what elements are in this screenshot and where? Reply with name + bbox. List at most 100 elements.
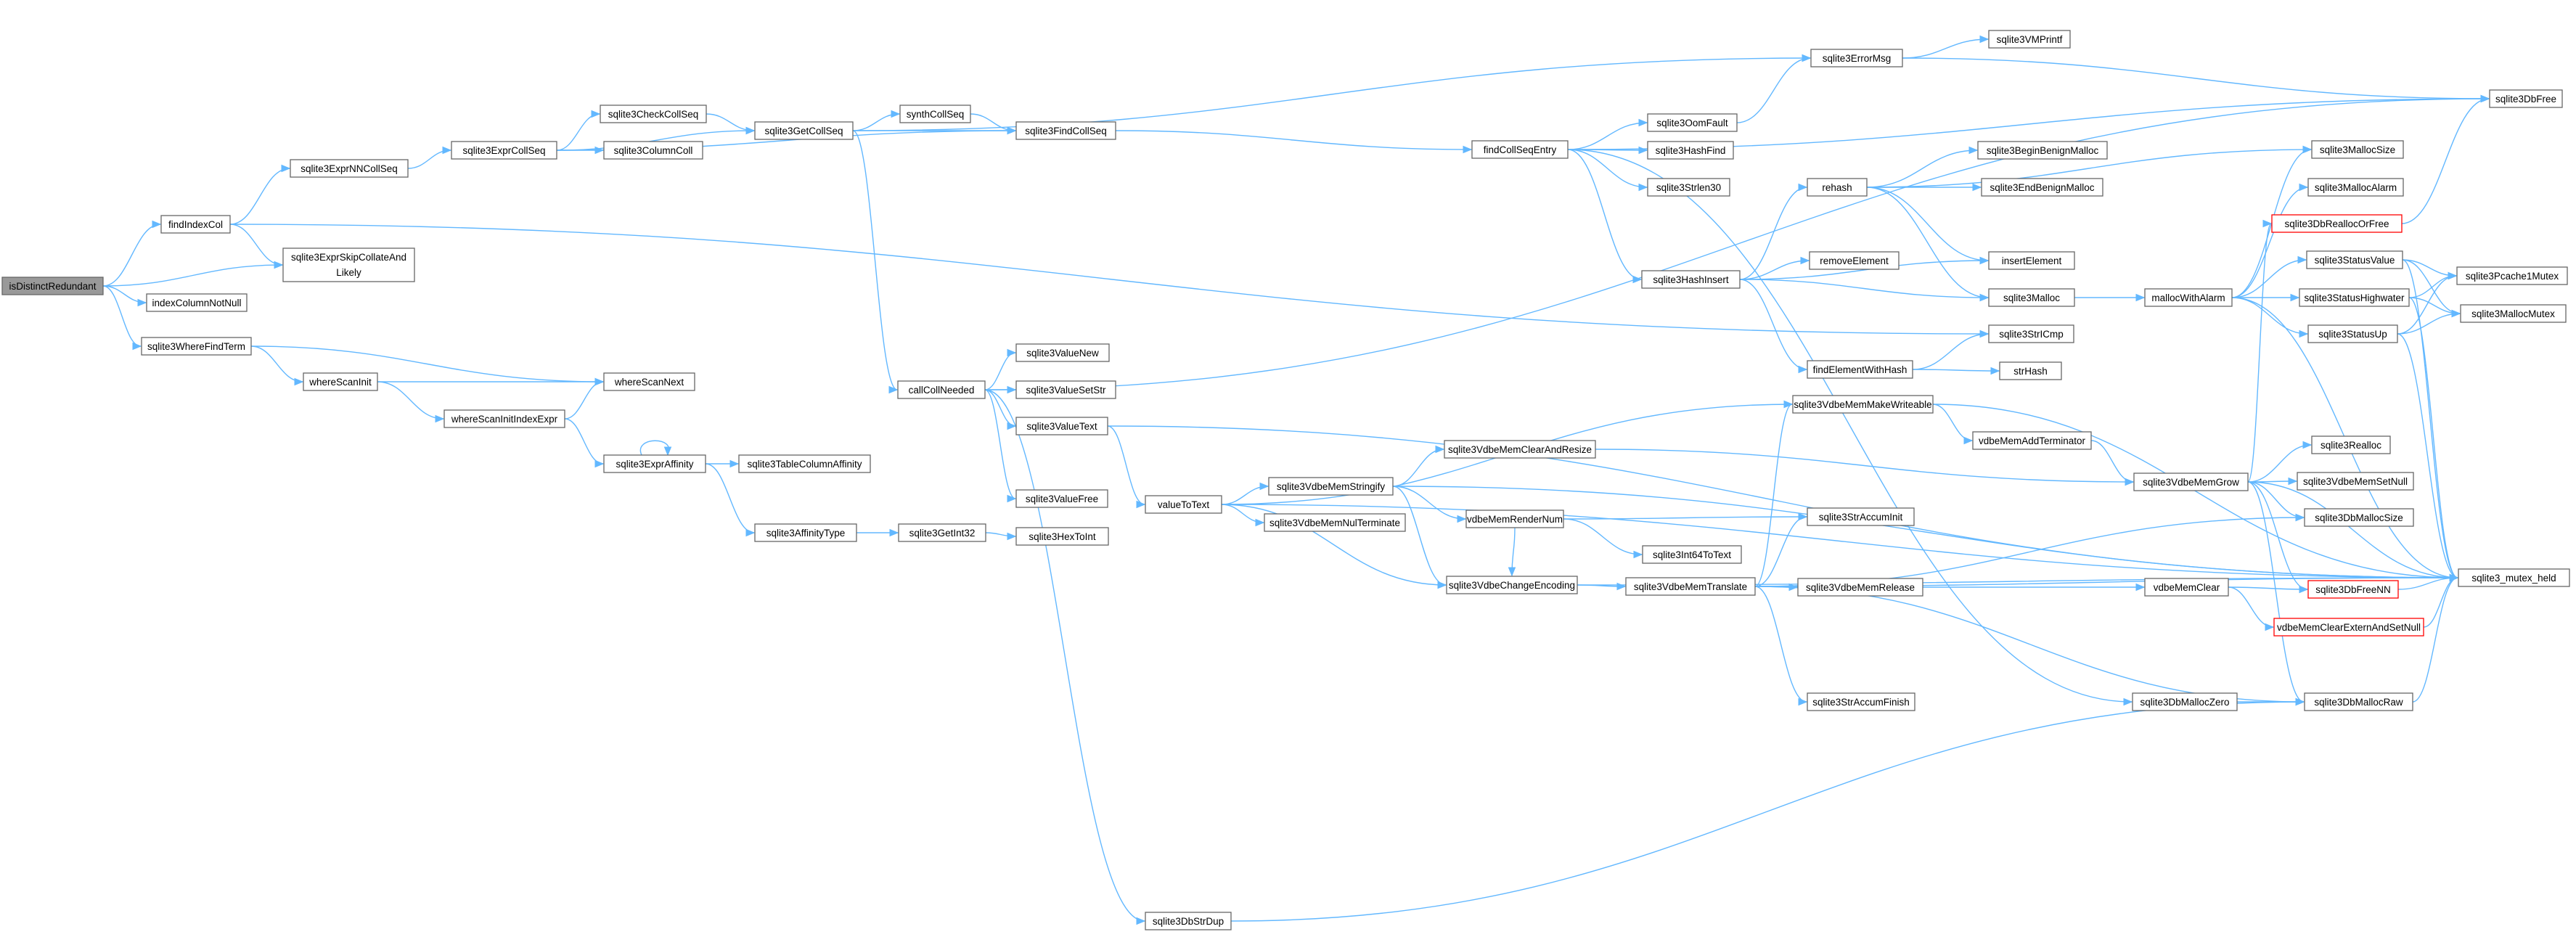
node-sqlite3DbStrDup[interactable]: sqlite3DbStrDup [1145, 912, 1232, 930]
node-box [303, 372, 378, 391]
node-sqlite3ColumnColl[interactable]: sqlite3ColumnColl [603, 141, 703, 160]
node-sqlite3StatusValue[interactable]: sqlite3StatusValue [2306, 250, 2403, 269]
node-indexColumnNotNull[interactable]: indexColumnNotNull [146, 293, 248, 312]
edge-line [1107, 425, 1145, 505]
node-findIndexCol[interactable]: findIndexCol [160, 215, 231, 234]
node-whereScanNext[interactable]: whereScanNext [603, 372, 695, 391]
node-sqlite3BeginBenignMalloc[interactable]: sqlite3BeginBenignMalloc [1977, 141, 2108, 160]
edge-sqlite3ExprCollSeq-to-sqlite3CheckCollSeq [556, 110, 601, 151]
node-sqlite3VdbeMemClearAndResize[interactable]: sqlite3VdbeMemClearAndResize [1444, 440, 1596, 459]
node-isDistinctRedundant[interactable]: isDistinctRedundant [1, 277, 104, 295]
edge-line [1912, 369, 2000, 372]
node-sqlite3FindCollSeq[interactable]: sqlite3FindCollSeq [1015, 121, 1116, 140]
edge-sqlite3WhereFindTerm-to-whereScanInit [250, 345, 304, 386]
node-sqlite3_mutex_held[interactable]: sqlite3_mutex_held [2458, 568, 2570, 587]
node-label: sqlite3WhereFindTerm [147, 341, 245, 352]
node-sqlite3DbMallocZero[interactable]: sqlite3DbMallocZero [2132, 692, 2238, 711]
node-sqlite3VdbeMemSetNull[interactable]: sqlite3VdbeMemSetNull [2297, 472, 2414, 491]
node-strHash[interactable]: strHash [1999, 361, 2062, 380]
node-vdbeMemClearExternAndSetNull[interactable]: vdbeMemClearExternAndSetNull [2273, 618, 2424, 637]
edge-findIndexCol-to-sqlite3ExprNNCollSeq [229, 164, 291, 225]
node-whereScanInitIndexExpr[interactable]: whereScanInitIndexExpr [443, 409, 565, 428]
node-sqlite3ExprAffinity[interactable]: sqlite3ExprAffinity [603, 454, 706, 473]
node-sqlite3VMPrintf[interactable]: sqlite3VMPrintf [1988, 30, 2071, 49]
node-sqlite3OomFault[interactable]: sqlite3OomFault [1647, 113, 1738, 132]
node-sqlite3MallocSize[interactable]: sqlite3MallocSize [2311, 140, 2404, 159]
node-box [2273, 618, 2424, 637]
node-sqlite3HexToInt[interactable]: sqlite3HexToInt [1015, 527, 1109, 546]
node-synthCollSeq[interactable]: synthCollSeq [899, 105, 971, 123]
node-sqlite3ExprCollSeq[interactable]: sqlite3ExprCollSeq [451, 141, 557, 160]
edge-sqlite3GetCollSeq-to-callCollNeeded [852, 130, 899, 394]
node-sqlite3Int64ToText[interactable]: sqlite3Int64ToText [1642, 545, 1742, 564]
node-label: whereScanInitIndexExpr [451, 414, 558, 425]
node-sqlite3DbMallocRaw[interactable]: sqlite3DbMallocRaw [2304, 692, 2413, 711]
node-sqlite3StrICmp[interactable]: sqlite3StrICmp [1988, 324, 2074, 343]
node-sqlite3VdbeMemNulTerminate[interactable]: sqlite3VdbeMemNulTerminate [1264, 513, 1406, 532]
node-sqlite3WhereFindTerm[interactable]: sqlite3WhereFindTerm [141, 337, 252, 356]
edge-sqlite3VdbeMemTranslate-to-sqlite3DbMallocRaw [1754, 586, 2305, 706]
node-sqlite3CheckCollSeq[interactable]: sqlite3CheckCollSeq [600, 105, 707, 123]
node-box [443, 409, 565, 428]
arrowhead [2448, 271, 2458, 280]
node-sqlite3EndBenignMalloc[interactable]: sqlite3EndBenignMalloc [1981, 178, 2103, 197]
node-sqlite3ValueNew[interactable]: sqlite3ValueNew [1015, 343, 1110, 362]
node-sqlite3VdbeMemTranslate[interactable]: sqlite3VdbeMemTranslate [1625, 577, 1756, 596]
node-sqlite3VdbeMemGrow[interactable]: sqlite3VdbeMemGrow [2133, 472, 2249, 491]
node-sqlite3GetCollSeq[interactable]: sqlite3GetCollSeq [754, 121, 854, 140]
node-whereScanInit[interactable]: whereScanInit [303, 372, 378, 391]
node-sqlite3Pcache1Mutex[interactable]: sqlite3Pcache1Mutex [2456, 266, 2568, 285]
node-sqlite3VdbeMemRelease[interactable]: sqlite3VdbeMemRelease [1797, 578, 1923, 597]
edge-line [984, 389, 1016, 499]
node-sqlite3StrAccumFinish[interactable]: sqlite3StrAccumFinish [1807, 692, 1915, 711]
node-sqlite3ValueText[interactable]: sqlite3ValueText [1015, 417, 1108, 435]
edge-isDistinctRedundant-to-sqlite3ExprSkipCollateAndLikely [102, 261, 284, 287]
node-sqlite3Strlen30[interactable]: sqlite3Strlen30 [1647, 178, 1730, 197]
node-sqlite3ExprNNCollSeq[interactable]: sqlite3ExprNNCollSeq [290, 159, 409, 178]
node-sqlite3MallocAlarm[interactable]: sqlite3MallocAlarm [2307, 178, 2404, 197]
arrowhead [745, 528, 756, 537]
node-sqlite3StrAccumInit[interactable]: sqlite3StrAccumInit [1807, 507, 1915, 526]
node-sqlite3DbFreeNN[interactable]: sqlite3DbFreeNN [2307, 580, 2399, 599]
node-findElementWithHash[interactable]: findElementWithHash [1807, 360, 1913, 379]
node-label: sqlite3StrICmp [1999, 329, 2064, 340]
node-label: sqlite3MallocAlarm [2315, 182, 2397, 193]
node-sqlite3VdbeMemStringify[interactable]: sqlite3VdbeMemStringify [1268, 477, 1394, 496]
node-sqlite3GetInt32[interactable]: sqlite3GetInt32 [898, 523, 986, 542]
node-mallocWithAlarm[interactable]: mallocWithAlarm [2144, 288, 2233, 307]
node-rehash[interactable]: rehash [1807, 178, 1868, 197]
node-sqlite3DbReallocOrFree[interactable]: sqlite3DbReallocOrFree [2271, 214, 2403, 233]
node-callCollNeeded[interactable]: callCollNeeded [897, 380, 986, 399]
node-vdbeMemClear[interactable]: vdbeMemClear [2144, 578, 2229, 597]
node-removeElement[interactable]: removeElement [1809, 251, 1900, 270]
arrowhead [2262, 219, 2273, 228]
node-sqlite3MallocMutex[interactable]: sqlite3MallocMutex [2460, 304, 2567, 323]
node-sqlite3ValueFree[interactable]: sqlite3ValueFree [1015, 489, 1108, 508]
node-sqlite3DbMallocSize[interactable]: sqlite3DbMallocSize [2304, 508, 2414, 527]
node-vdbeMemRenderNum[interactable]: vdbeMemRenderNum [1465, 510, 1564, 528]
arrowhead [294, 377, 304, 386]
node-sqlite3VdbeMemMakeWriteable[interactable]: sqlite3VdbeMemMakeWriteable [1792, 395, 1934, 414]
node-layer: isDistinctRedundant findIndexCol indexColu… [1, 30, 2570, 930]
edge-line [2401, 98, 2490, 224]
node-box [2456, 266, 2568, 285]
node-sqlite3ErrorMsg[interactable]: sqlite3ErrorMsg [1810, 49, 1903, 67]
node-insertElement[interactable]: insertElement [1988, 251, 2075, 270]
node-sqlite3Realloc[interactable]: sqlite3Realloc [2311, 435, 2391, 454]
node-sqlite3StatusHighwater[interactable]: sqlite3StatusHighwater [2299, 288, 2410, 307]
edge-findCollSeqEntry-to-sqlite3HashInsert [1567, 149, 1643, 284]
node-findCollSeqEntry[interactable]: findCollSeqEntry [1471, 140, 1569, 159]
node-sqlite3DbFree[interactable]: sqlite3DbFree [2489, 89, 2563, 108]
node-sqlite3ValueSetStr[interactable]: sqlite3ValueSetStr [1015, 380, 1116, 399]
node-sqlite3VdbeChangeEncoding[interactable]: sqlite3VdbeChangeEncoding [1446, 576, 1578, 594]
node-vdbeMemAddTerminator[interactable]: vdbeMemAddTerminator [1972, 431, 2092, 450]
node-sqlite3StatusUp[interactable]: sqlite3StatusUp [2307, 324, 2398, 343]
node-sqlite3TableColumnAffinity[interactable]: sqlite3TableColumnAffinity [738, 454, 871, 473]
node-sqlite3Malloc[interactable]: sqlite3Malloc [1988, 288, 2075, 307]
node-sqlite3HashFind[interactable]: sqlite3HashFind [1647, 141, 1734, 160]
node-sqlite3AffinityType[interactable]: sqlite3AffinityType [754, 523, 857, 542]
node-valueToText[interactable]: valueToText [1145, 495, 1222, 514]
node-sqlite3HashInsert[interactable]: sqlite3HashInsert [1641, 270, 1741, 289]
edge-line [1567, 149, 1642, 280]
